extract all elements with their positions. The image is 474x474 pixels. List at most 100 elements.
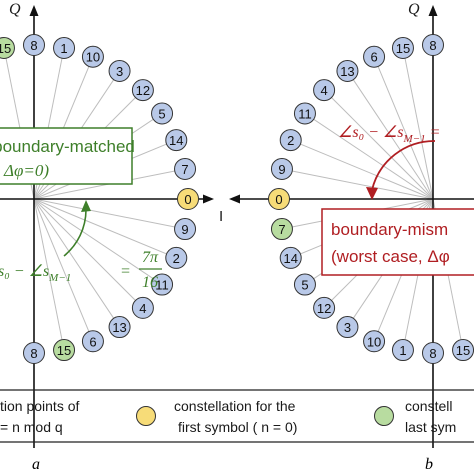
angle-fraction-den: 16 (142, 274, 158, 291)
point-b-point: 6 (363, 45, 386, 68)
point-a-point-label: 10 (86, 50, 100, 65)
point-a-point-label: 0 (184, 192, 191, 207)
caption-a: a (32, 456, 40, 473)
q-axis-a-arrowhead (29, 5, 39, 16)
point-b-point: 1 (391, 339, 414, 362)
point-a-point: 0 (177, 188, 199, 210)
point-a-point-marker (165, 129, 188, 152)
point-b-point-label: 5 (301, 278, 308, 293)
point-b-point: 8 (422, 34, 444, 56)
point-a-ray (33, 198, 163, 285)
point-a-point-label: 8 (30, 38, 37, 53)
point-b-ray (373, 56, 434, 200)
angle-arc-b-arrowhead (366, 187, 378, 200)
point-a-point-marker (53, 36, 76, 59)
point-a-point-label: 9 (181, 222, 188, 237)
point-b-point: 4 (313, 79, 336, 102)
legend-green-swatch (374, 406, 394, 426)
point-a-point: 9 (174, 218, 197, 241)
point-a-point-marker (177, 188, 199, 210)
point-b-point: 13 (336, 59, 359, 82)
point-a-point: 13 (108, 316, 131, 339)
point-b-point-marker (313, 296, 336, 319)
point-a-point-marker (131, 79, 154, 102)
boundary-matched-line1: boundary-matched (0, 137, 135, 156)
point-b-point-label: 15 (396, 41, 410, 56)
point-b-point-label: 14 (283, 251, 297, 266)
legend-item2-line1: constellation for the (174, 398, 296, 414)
point-b-point-label: 2 (287, 133, 294, 148)
point-a-point-label: 6 (89, 334, 96, 349)
boundary-mismatched-box (321, 208, 474, 276)
angle-arc-b (371, 140, 436, 191)
angle-fraction-num: 7π (142, 249, 159, 266)
point-b-point-marker (293, 102, 316, 125)
point-b-point-label: 12 (317, 301, 331, 316)
point-a-point-marker (174, 157, 197, 180)
point-a-ray (33, 198, 144, 309)
legend-item1-line2: = n mod q (0, 419, 63, 435)
point-a-point-marker (108, 59, 131, 82)
angle-eq-b: = (430, 124, 441, 141)
point-a-point: 5 (151, 102, 174, 125)
angle-expr-b-main: ∠s₀ − ∠s (338, 124, 404, 141)
point-b-point-label: 8 (429, 346, 436, 361)
point-b-point-label: 13 (340, 64, 354, 79)
point-b-ray (323, 89, 434, 200)
point-b-point: 2 (279, 129, 302, 152)
point-a-point: 14 (165, 129, 188, 152)
point-a-ray (33, 198, 65, 351)
point-b-point-marker (363, 330, 386, 353)
point-a-point: 3 (108, 59, 131, 82)
point-a-point: 2 (165, 246, 188, 269)
point-a-point-label: 3 (116, 64, 123, 79)
legend-yellow-swatch (136, 406, 156, 426)
point-a-point-label: 11 (155, 278, 169, 293)
caption-b: b (425, 456, 433, 473)
point-a-point-marker (165, 246, 188, 269)
point-b-point-marker (391, 36, 414, 59)
point-a-point: 7 (174, 157, 197, 180)
point-a-point: 8 (23, 34, 45, 56)
point-b-point-label: 11 (298, 106, 312, 121)
point-a-point-label: 8 (30, 346, 37, 361)
legend-item3-line2: last sym (405, 419, 456, 435)
point-b-point-label: 4 (320, 83, 327, 98)
point-b-point: 15 (391, 36, 414, 59)
point-b-point: 3 (336, 316, 359, 339)
point-b-point-label: 3 (344, 320, 351, 335)
point-a-point-marker (108, 316, 131, 339)
legend-item3-line1: constell (405, 398, 452, 414)
point-a-point-label: 7 (181, 162, 188, 177)
point-b-point: 11 (293, 102, 316, 125)
point-b-ray (290, 139, 434, 200)
angle-expr-a-sub: M−1 (48, 272, 71, 284)
point-b-point-marker (313, 79, 336, 102)
point-b-point: 9 (270, 157, 293, 180)
point-a-point-label: 13 (112, 320, 126, 335)
point-a-point-marker (53, 339, 76, 362)
boundary-matched-line2: Δφ=0) (3, 161, 49, 180)
q-axis-b-arrowhead (428, 5, 438, 16)
point-a-point-marker (151, 273, 174, 296)
point-b-point-label: 6 (370, 50, 377, 65)
point-a-point: 4 (131, 296, 154, 319)
point-b-point-label: 15 (456, 343, 470, 358)
point-b-point-label: 9 (278, 162, 285, 177)
point-b-point: 12 (313, 296, 336, 319)
point-a-point-marker (81, 330, 104, 353)
point-a-point: 8 (23, 342, 45, 364)
angle-expr-a-main: s₀ − ∠s (0, 263, 49, 280)
angle-arc-a-arrowhead (81, 200, 91, 212)
point-a-point-label: 4 (139, 301, 146, 316)
point-a-point-marker (174, 218, 197, 241)
point-a-point-marker (131, 296, 154, 319)
angle-arc-a (63, 209, 87, 257)
point-a-point: 1 (53, 36, 76, 59)
point-b-point-marker (363, 45, 386, 68)
point-b-point-marker (279, 246, 302, 269)
point-b-point-label: 1 (399, 343, 406, 358)
point-a-ray (33, 198, 94, 342)
